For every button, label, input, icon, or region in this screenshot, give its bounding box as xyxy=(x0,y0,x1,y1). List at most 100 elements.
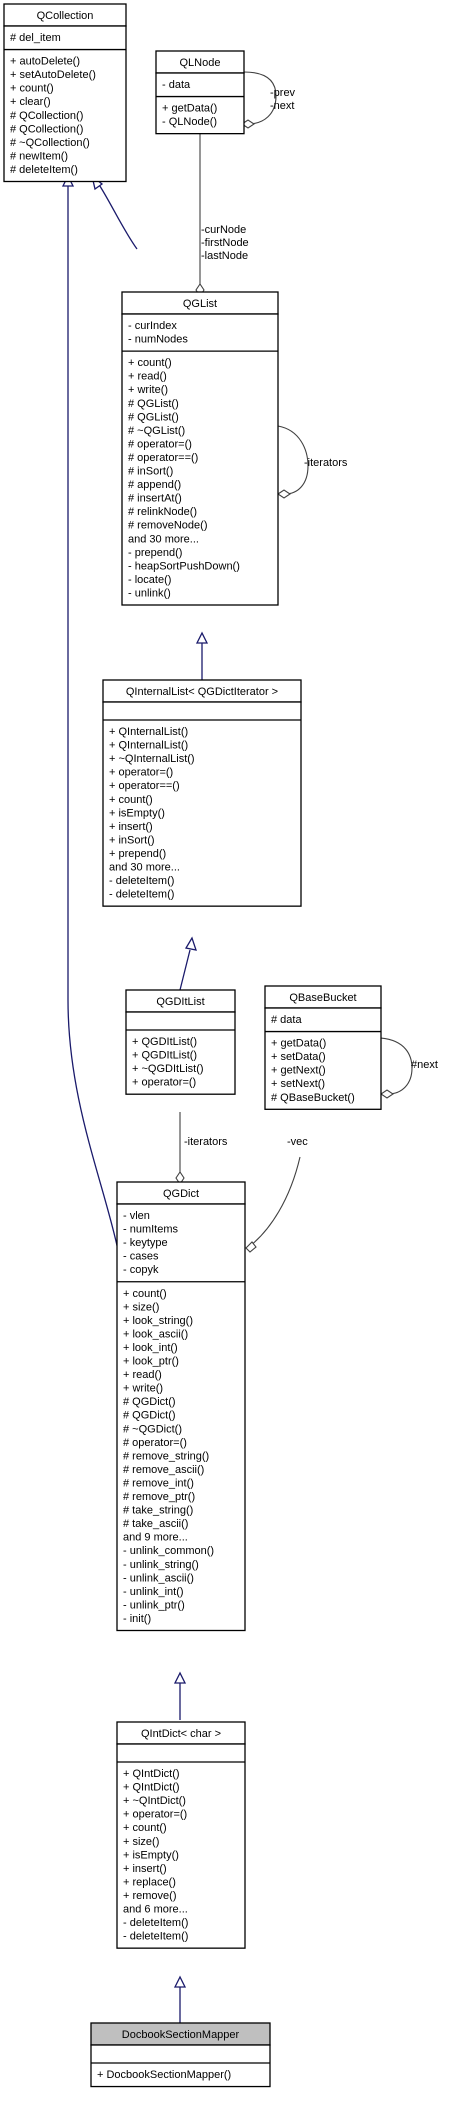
class-qglist-attribute: - numNodes xyxy=(128,334,188,346)
class-qglist-method: + write() xyxy=(128,384,168,396)
class-qgdict[interactable]: QGDict- vlen- numItems- keytype- cases- … xyxy=(116,1181,246,1632)
class-qglist-method: - prepend() xyxy=(128,547,182,559)
class-qintdict-method: - deleteItem() xyxy=(123,1917,188,1929)
class-qlnode-method: + getData() xyxy=(162,103,217,115)
edge-label-qglist-self: -iterators xyxy=(304,457,348,469)
class-qgdict-method: - unlink_int() xyxy=(123,1586,184,1598)
class-qgdict-method: - unlink_common() xyxy=(123,1545,214,1557)
class-qgdict-attribute: - copyk xyxy=(123,1264,159,1276)
class-qgdict-method: - init() xyxy=(123,1613,151,1625)
class-qgditlist-method: + ~QGDItList() xyxy=(132,1063,204,1075)
class-qinternallist-method: + operator=() xyxy=(109,767,173,779)
class-qcollection-method: # QCollection() xyxy=(10,110,83,122)
edge-label-qlnode-qglist: -firstNode xyxy=(201,237,249,249)
class-qintdict-body xyxy=(116,1743,246,1949)
class-qgdict-method: # remove_string() xyxy=(123,1450,209,1462)
class-qcollection-method: # deleteItem() xyxy=(10,164,78,176)
class-qintdict-method: + replace() xyxy=(123,1876,176,1888)
class-qgdict-method: # remove_ascii() xyxy=(123,1464,204,1476)
class-qglist[interactable]: QGList- curIndex- numNodes+ count()+ rea… xyxy=(121,291,279,606)
class-qgdict-method: + look_ptr() xyxy=(123,1356,179,1368)
class-qgditlist-method: + QGDItList() xyxy=(132,1036,197,1048)
class-qcollection[interactable]: QCollection# del_item+ autoDelete()+ set… xyxy=(3,3,127,183)
class-qgdict-method: - unlink_ptr() xyxy=(123,1599,185,1611)
aggregation-diamond-qlnode-self xyxy=(241,119,255,129)
class-docbooksectionmapper-body xyxy=(90,2044,271,2088)
class-qbasebucket-method: + getData() xyxy=(271,1038,326,1050)
class-qinternallist-method: + operator==() xyxy=(109,780,180,792)
class-qlnode[interactable]: QLNode- data+ getData()- QLNode() xyxy=(155,50,245,135)
class-qgdict-method: # remove_int() xyxy=(123,1477,194,1489)
class-qcollection-name: QCollection xyxy=(37,10,94,22)
diagram-edge-labels: -prev-next -curNode-firstNode-lastNode -it… xyxy=(184,87,438,1148)
class-qglist-method: and 30 more... xyxy=(128,533,199,545)
class-qcollection-body xyxy=(3,25,127,183)
class-qinternallist-method: + isEmpty() xyxy=(109,807,165,819)
class-qlnode-attribute: - data xyxy=(162,79,191,91)
class-qgdict-method: # take_ascii() xyxy=(123,1518,188,1530)
class-qgdict-body xyxy=(116,1203,246,1632)
edge-qgdict-qcollection xyxy=(67,186,119,1251)
class-qgdict-method: # ~QGDict() xyxy=(123,1423,182,1435)
class-qinternallist-method: and 30 more... xyxy=(109,862,180,874)
class-qgdict-attribute: - keytype xyxy=(123,1237,168,1249)
class-qinternallist-method: + insert() xyxy=(109,821,153,833)
class-qintdict-method: + count() xyxy=(123,1822,167,1834)
class-qinternallist[interactable]: QInternalList< QGDictIterator > + QIntern… xyxy=(102,679,302,907)
inheritance-arrow-qintdict-from-docbook xyxy=(173,1975,187,1988)
class-docbooksectionmapper[interactable]: DocbookSectionMapper+ DocbookSectionMapp… xyxy=(90,2022,271,2088)
class-qintdict-method: and 6 more... xyxy=(123,1904,188,1916)
edge-label-qbasebucket-qgdict: -vec xyxy=(287,1136,308,1148)
class-qgdict-method: + write() xyxy=(123,1383,163,1395)
edge-label-qlnode-self: -next xyxy=(270,100,294,112)
class-qgditlist[interactable]: QGDItList+ QGDItList()+ QGDItList()+ ~QG… xyxy=(125,989,236,1095)
class-qglist-method: # ~QGList() xyxy=(128,425,185,437)
edge-qgditlist-qinternallist xyxy=(179,949,191,991)
diagram-edges xyxy=(61,71,413,2023)
class-qgditlist-name: QGDItList xyxy=(156,996,204,1008)
class-qgdict-method: + look_int() xyxy=(123,1342,178,1354)
class-qgdict-method: + size() xyxy=(123,1301,159,1313)
class-qinternallist-method: + ~QInternalList() xyxy=(109,753,195,765)
class-qglist-method: + read() xyxy=(128,371,167,383)
class-qglist-method: - heapSortPushDown() xyxy=(128,560,240,572)
inheritance-arrow-qgdict-from-qintdict xyxy=(173,1671,187,1684)
class-qglist-method: # relinkNode() xyxy=(128,506,197,518)
class-qglist-method: # QGList() xyxy=(128,398,179,410)
class-qinternallist-method: + QInternalList() xyxy=(109,740,188,752)
aggregation-diamond-qbasebucket-self xyxy=(380,1089,394,1099)
class-qcollection-method: # QCollection() xyxy=(10,123,83,135)
class-qgdict-attribute: - cases xyxy=(123,1251,159,1263)
class-qbasebucket-method: + setNext() xyxy=(271,1078,325,1090)
class-qbasebucket-method: # QBaseBucket() xyxy=(271,1092,355,1104)
class-qintdict-method: + isEmpty() xyxy=(123,1849,179,1861)
class-qinternallist-method: + QInternalList() xyxy=(109,726,188,738)
class-qinternallist-method: - deleteItem() xyxy=(109,875,174,887)
class-qglist-method: # removeNode() xyxy=(128,520,207,532)
class-qgdict-method: # QGDict() xyxy=(123,1396,176,1408)
class-qbasebucket[interactable]: QBaseBucket# data+ getData()+ setData()+… xyxy=(264,985,382,1110)
edge-label-qlnode-qglist: -curNode xyxy=(201,224,246,236)
class-qgdict-method: + look_string() xyxy=(123,1315,193,1327)
class-qintdict[interactable]: QIntDict< char >+ QIntDict()+ QIntDict()… xyxy=(116,1721,246,1949)
class-qcollection-method: + clear() xyxy=(10,96,51,108)
class-qcollection-method: # ~QCollection() xyxy=(10,137,90,149)
class-qintdict-method: + ~QIntDict() xyxy=(123,1795,186,1807)
class-qglist-method: # operator==() xyxy=(128,452,198,464)
edge-qlnode-self xyxy=(243,71,277,125)
class-qintdict-method: + remove() xyxy=(123,1890,177,1902)
class-qinternallist-name: QInternalList< QGDictIterator > xyxy=(126,686,278,698)
aggregation-diamond-qglist-self xyxy=(277,489,291,499)
class-qbasebucket-attribute: # data xyxy=(271,1014,302,1026)
class-qinternallist-method: + count() xyxy=(109,794,153,806)
class-qgdict-method: # take_string() xyxy=(123,1505,193,1517)
edge-qglist-self xyxy=(277,425,309,495)
edge-label-qlnode-qglist: -lastNode xyxy=(201,250,248,262)
edge-label-qlnode-self: -prev xyxy=(270,87,296,99)
class-qgditlist-method: + QGDItList() xyxy=(132,1050,197,1062)
class-qgditlist-body xyxy=(125,1011,236,1095)
class-qinternallist-body xyxy=(102,701,302,907)
class-qbasebucket-method: + getNext() xyxy=(271,1065,326,1077)
class-qglist-name: QGList xyxy=(183,298,217,310)
